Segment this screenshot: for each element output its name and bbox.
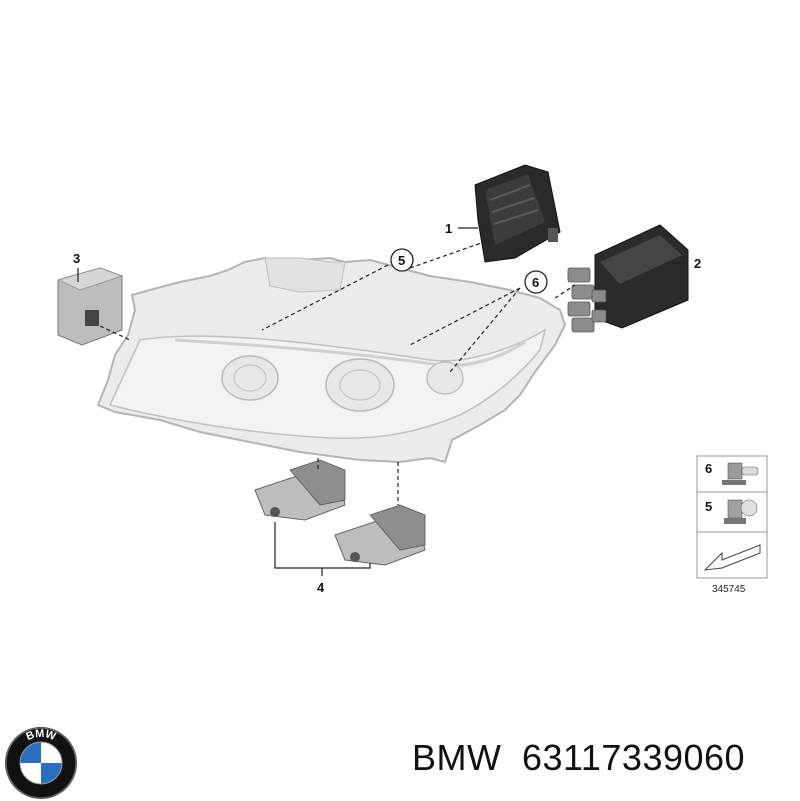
callout-3: 3 <box>73 251 80 266</box>
callout-6-badge: 6 <box>524 270 548 294</box>
bmw-logo-letters: BMW <box>24 728 57 743</box>
leader-line-to-2 <box>554 284 576 299</box>
brand-name: BMW <box>412 737 502 778</box>
bracket-4b <box>334 504 426 566</box>
legend-item-5: 5 <box>705 499 712 514</box>
legend-box: 6 5 <box>696 455 768 579</box>
bulb-6-icon <box>722 462 759 485</box>
callout-6: 6 <box>532 275 539 290</box>
leader-line-6b <box>449 287 521 373</box>
callout-4: 4 <box>317 580 325 595</box>
arrow-icon <box>703 544 761 571</box>
callout-5-badge: 5 <box>390 248 414 272</box>
bracket-4a <box>254 459 346 521</box>
reference-number: 345745 <box>712 584 746 595</box>
leader-line-to-1 <box>409 239 491 269</box>
headlight-housing <box>96 256 567 464</box>
control-unit-3 <box>56 267 124 346</box>
callout-2: 2 <box>694 256 701 271</box>
legend-item-6: 6 <box>705 461 712 476</box>
callout-5: 5 <box>398 253 405 268</box>
part-caption: BMW 63117339060 <box>412 737 745 779</box>
ballast-module-1 <box>474 164 561 263</box>
leader-line-5 <box>261 264 389 331</box>
leader-line-3b <box>99 325 131 341</box>
callout-1: 1 <box>445 221 452 236</box>
bmw-logo: BMW <box>5 727 77 799</box>
bulb-5-icon <box>724 499 758 524</box>
part-number: 63117339060 <box>522 737 746 778</box>
control-unit-2 <box>567 224 689 333</box>
